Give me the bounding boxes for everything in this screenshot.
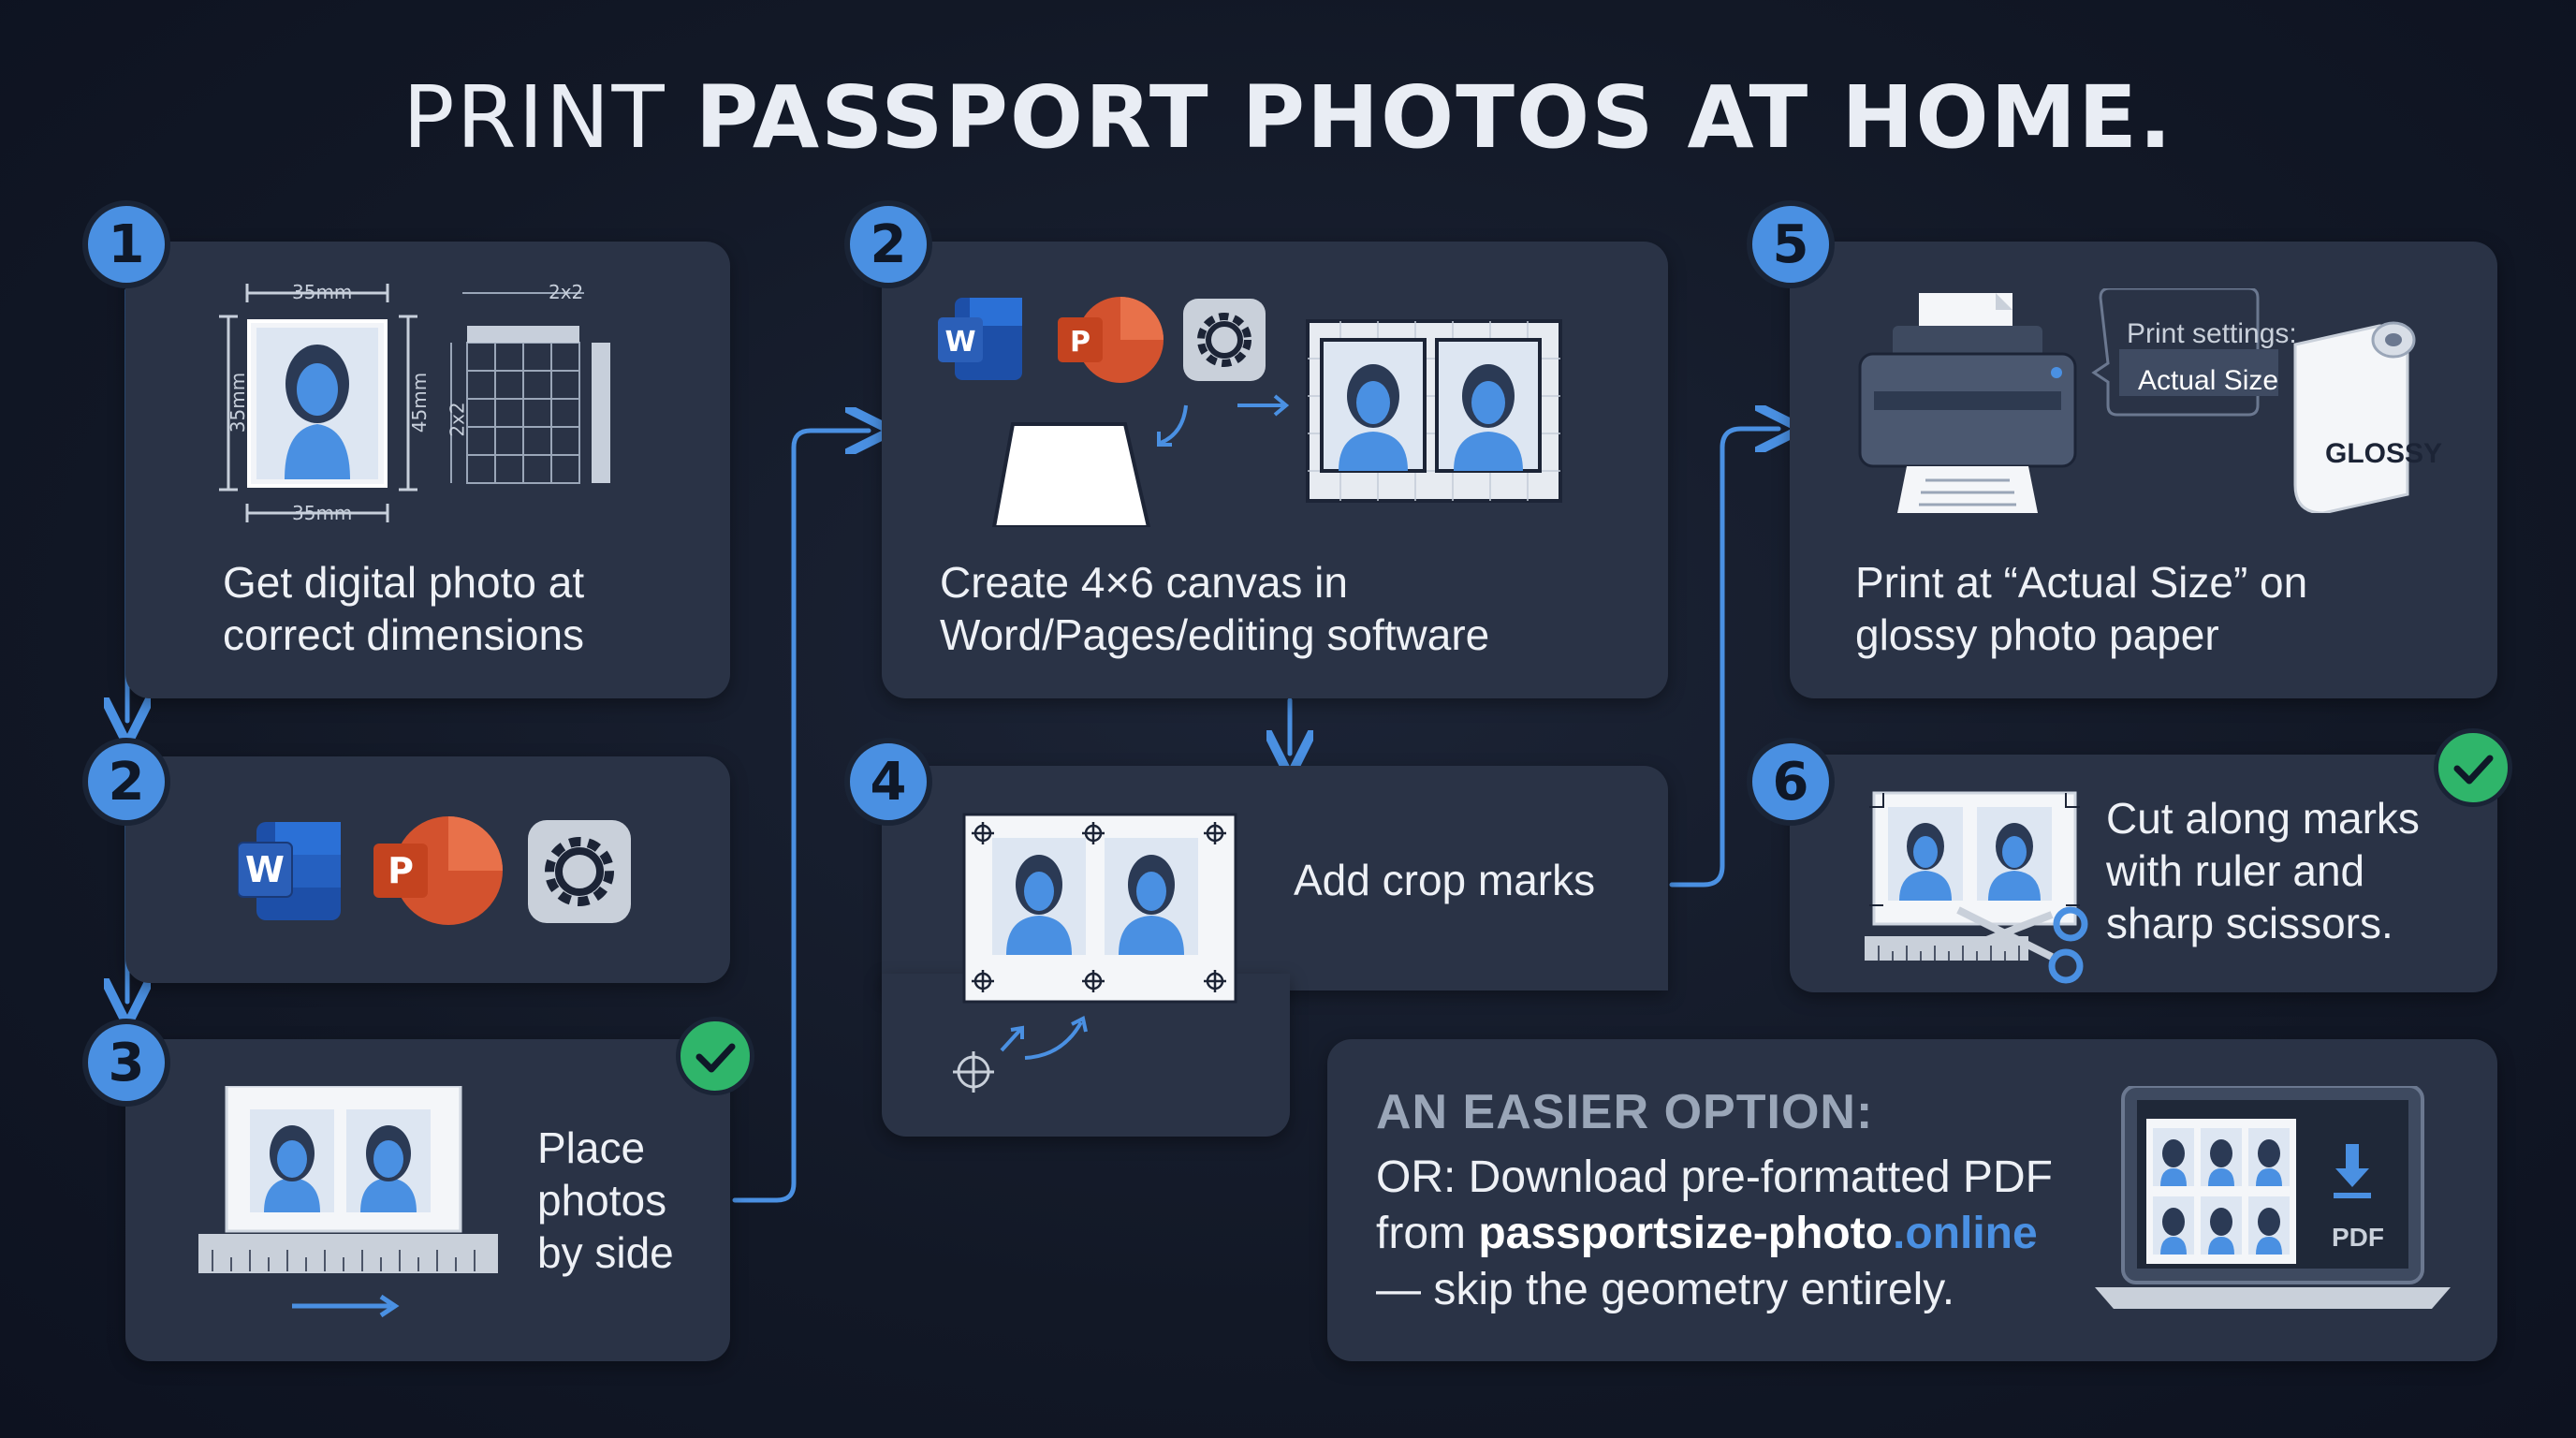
step-5-caption: Print at “Actual Size” on glossy photo p…: [1855, 558, 2308, 659]
place-photos-illustration: [198, 1086, 498, 1318]
connector-3-canvas: [732, 431, 869, 1203]
title-bold: PASSPORT PHOTOS AT HOME.: [695, 67, 2174, 168]
page-title: PRINT PASSPORT PHOTOS AT HOME.: [0, 67, 2576, 168]
step-4-badge: 4: [844, 738, 932, 826]
dim-height-left: 35mm: [227, 372, 250, 433]
easier-option-heading: AN EASIER OPTION:: [1376, 1085, 1874, 1139]
site-domain-link[interactable]: passportsize-photo: [1478, 1209, 1894, 1258]
settings-icon: [528, 820, 631, 923]
powerpoint-icon: P: [373, 816, 503, 925]
step-2-card: W P: [125, 756, 730, 983]
dim-height-right: 45mm: [408, 372, 432, 433]
dim-grid-side: 2x2: [446, 402, 469, 437]
download-icon: [2334, 1144, 2371, 1198]
site-tld[interactable]: .online: [1893, 1209, 2038, 1258]
powerpoint-icon-small: P: [1058, 297, 1164, 383]
easier-option-link-line: from passportsize-photo.online: [1376, 1209, 2038, 1258]
step-6-card: Cut along marks with ruler and sharp sci…: [1790, 755, 2497, 992]
step-4-caption: Add crop marks: [1294, 856, 1596, 904]
step-canvas-card: W P Create 4×6 canvas in Word: [882, 242, 1668, 698]
step-canvas-badge: 2: [844, 200, 932, 288]
cut-illustration: [1865, 791, 2088, 984]
svg-text:W: W: [245, 849, 285, 890]
step-1-card: 35mm 35mm 35mm 45mm 2x2 2x2 Get digital …: [125, 242, 730, 698]
crosshair-icon: [953, 1051, 994, 1093]
word-icon: W: [238, 822, 341, 920]
easier-option-card: AN EASIER OPTION: OR: Download pre-forma…: [1327, 1039, 2497, 1361]
settings-icon-small: [1183, 299, 1266, 381]
canvas-illustration: W P: [938, 297, 1562, 527]
step-2-badge: 2: [82, 738, 170, 826]
step-3-card: Place photos by side: [125, 1039, 730, 1361]
easier-option-text: OR: Download pre-formatted PDF from pass…: [1376, 1152, 2053, 1314]
photo-dimensions-illustration: [219, 284, 610, 522]
step-6-caption: Cut along marks with ruler and sharp sci…: [2106, 794, 2420, 947]
scissors-icon: [1956, 906, 2088, 984]
dim-width-bottom: 35mm: [292, 502, 353, 524]
laptop-pdf-icon: [2095, 1086, 2451, 1309]
software-icons: W P: [238, 816, 631, 925]
printer-illustration: [1858, 288, 2416, 513]
step-canvas-caption: Create 4×6 canvas in Word/Pages/editing …: [940, 558, 1490, 659]
step-6-check-icon: [2434, 728, 2512, 807]
step-1-badge: 1: [82, 200, 170, 288]
dim-width-top: 35mm: [292, 281, 353, 303]
blank-canvas-icon: [991, 422, 1151, 527]
step-6-badge: 6: [1747, 738, 1835, 826]
svg-text:P: P: [388, 850, 414, 891]
svg-text:P: P: [1070, 326, 1090, 359]
title-light: PRINT: [402, 67, 666, 168]
connector-4-5: [1669, 429, 1778, 888]
svg-text:W: W: [944, 326, 975, 359]
print-settings-label: Print settings:: [2127, 318, 2297, 349]
step-5-badge: 5: [1747, 200, 1835, 288]
dim-grid-top: 2x2: [549, 281, 584, 303]
word-icon-small: W: [938, 298, 1022, 380]
step-3-badge: 3: [82, 1019, 170, 1107]
print-settings-value: Actual Size: [2138, 365, 2279, 396]
crop-marks-illustration: [953, 813, 1237, 1093]
step-3-caption: Place photos by side: [537, 1123, 674, 1277]
pdf-label: PDF: [2332, 1223, 2384, 1252]
glossy-paper-label: GLOSSY: [2325, 438, 2443, 469]
step-5-card: Print settings: Actual Size GLOSSY Print…: [1790, 242, 2497, 698]
step-3-check-icon: [676, 1017, 754, 1095]
step-1-caption: Get digital photo at correct dimensions: [223, 558, 585, 659]
